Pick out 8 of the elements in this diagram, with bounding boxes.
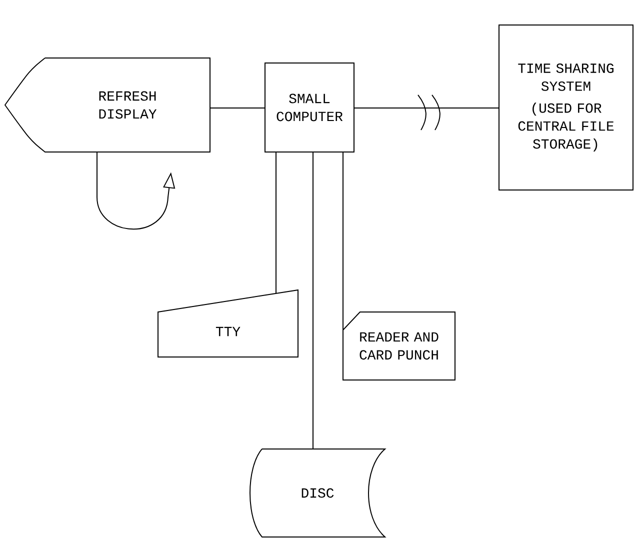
computer-box: SMALL COMPUTER	[264, 62, 354, 152]
connector-line	[342, 152, 344, 330]
connector-line	[210, 107, 266, 108]
connector-line	[312, 152, 314, 450]
system-box: TIME SHARING SYSTEM (USED FOR CENTRAL FILE STORAGE)	[498, 24, 634, 190]
connector-line	[354, 107, 500, 108]
display-symbol: REFRESH DISPLAY	[4, 58, 210, 152]
arrow	[96, 152, 176, 230]
